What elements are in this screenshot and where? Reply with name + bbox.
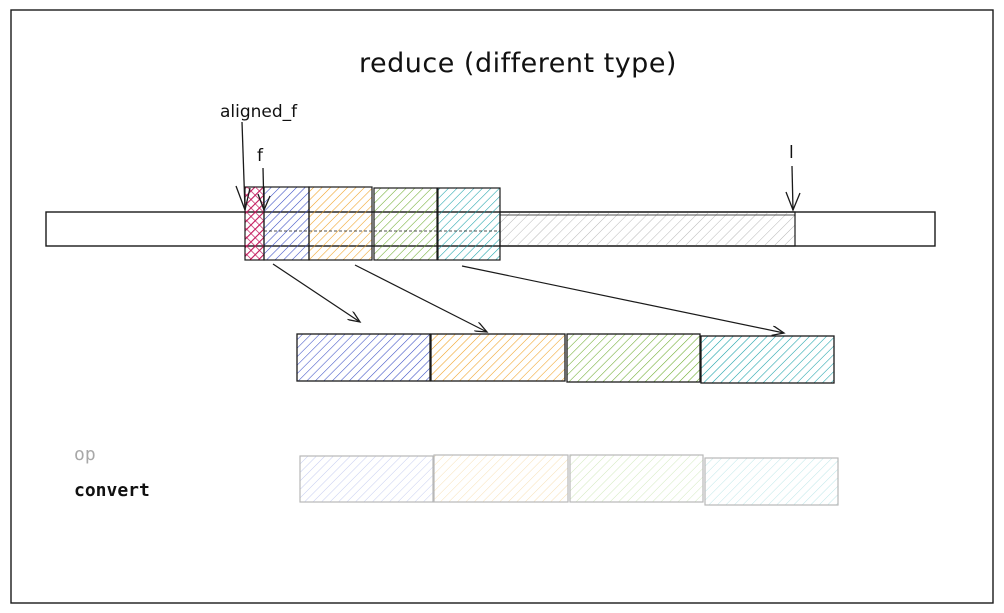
chunk-blue bbox=[263, 186, 310, 261]
chunk-pink-head-cross bbox=[245, 187, 264, 260]
load-arrows bbox=[272, 263, 784, 333]
marker-l: l bbox=[785, 143, 801, 212]
legend-convert: convert bbox=[74, 480, 150, 501]
arrow-to-lane-1 bbox=[272, 263, 360, 322]
arrow-to-lane-3 bbox=[461, 265, 784, 333]
converted-register bbox=[299, 454, 839, 506]
vector-lane-green bbox=[566, 333, 701, 383]
converted-lane-orange bbox=[433, 454, 569, 503]
arrow-to-lane-2 bbox=[354, 264, 487, 332]
chunk-green bbox=[373, 187, 438, 261]
marker-f: f bbox=[257, 146, 271, 212]
vector-lane-orange bbox=[430, 333, 566, 382]
converted-lane-teal bbox=[704, 457, 839, 506]
converted-lane-green bbox=[569, 454, 704, 503]
marker-f-label: f bbox=[257, 146, 264, 166]
legend-op: op bbox=[74, 444, 96, 465]
vector-lane-blue bbox=[296, 333, 431, 382]
vector-register bbox=[296, 333, 835, 384]
source-chunks bbox=[244, 186, 501, 261]
diagram-title: reduce (different type) bbox=[359, 48, 677, 79]
frame-border bbox=[10, 9, 994, 604]
converted-lane-blue bbox=[299, 455, 434, 503]
chunk-orange bbox=[308, 186, 373, 261]
marker-aligned-f: aligned_f bbox=[220, 102, 298, 213]
memory-range-shaded bbox=[499, 211, 796, 247]
marker-l-label: l bbox=[789, 143, 794, 163]
vector-lane-teal bbox=[700, 335, 835, 384]
chunk-teal bbox=[437, 187, 501, 261]
marker-aligned-f-label: aligned_f bbox=[220, 102, 298, 122]
